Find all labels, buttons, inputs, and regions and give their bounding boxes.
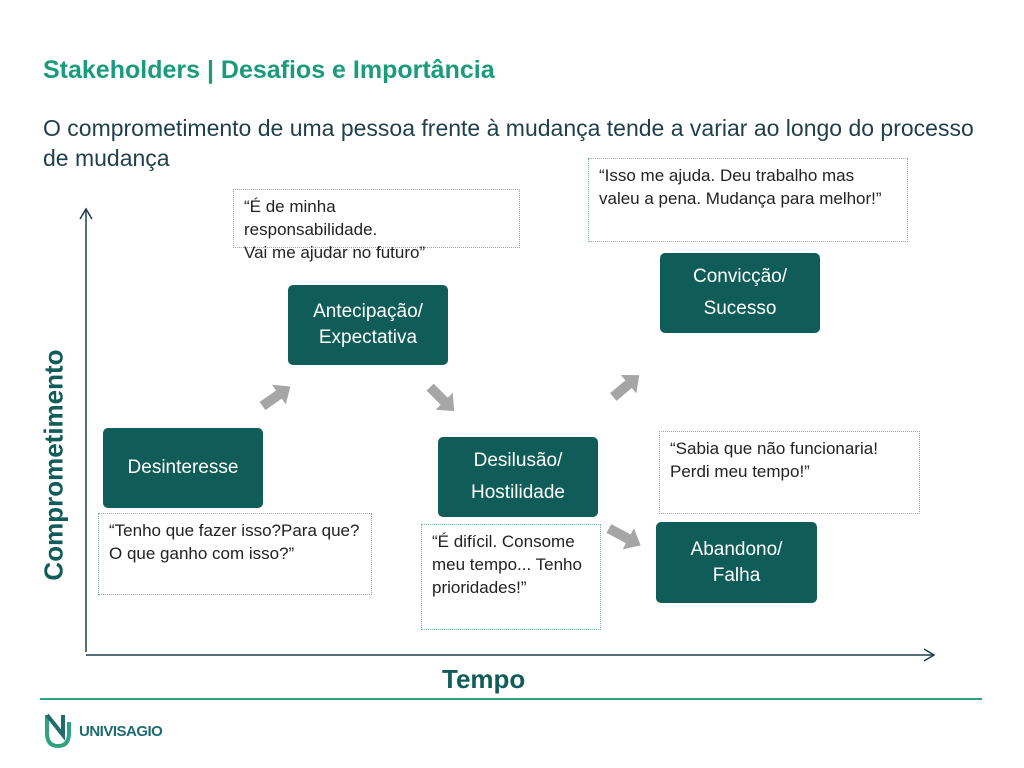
stage-desinteresse-label: Desinteresse [127,457,239,478]
quote-abandono: “Sabia que não funcionaria! Perdi meu te… [659,431,920,514]
stage-abandono-line1: Abandono/ [690,538,783,560]
quote-conviccao: “Isso me ajuda. Deu trabalho mas valeu a… [588,158,908,242]
univisagio-logo: UNIVISAGIO [43,713,163,749]
quote-antecipacao-line1: “É de minha [244,197,336,216]
arrow-up-2 [610,374,640,401]
arrow-up-1 [259,384,291,411]
footer-divider [40,698,982,700]
stage-desilusao: Desilusão/ Hostilidade [438,437,598,517]
x-axis-label: Tempo [442,664,526,694]
quote-desinteresse: “Tenho que fazer isso?Para que? O que ga… [98,513,372,595]
arrow-down-1 [426,383,455,412]
logo-mark-icon [45,713,71,749]
stage-abandono: Abandono/ Falha [656,522,817,603]
quote-desilusao: “É difícil. Consome meu tempo... Tenho p… [421,524,601,630]
y-axis-label: Comprometimento [38,349,69,581]
stage-desilusao-line1: Desilusão/ [473,450,563,471]
stage-desinteresse: Desinteresse [103,428,263,508]
stage-antecipacao-line2: Expectativa [318,327,418,348]
arrow-down-2 [606,524,641,550]
stage-conviccao-line2: Sucesso [703,298,777,319]
slide-title: Stakeholders | Desafios e Importância [43,56,495,84]
quote-antecipacao-line3: Vai me ajudar no futuro” [244,243,426,262]
x-axis-arrowhead [923,648,936,662]
stage-desilusao-line2: Hostilidade [471,482,565,503]
stage-antecipacao-line1: Antecipação/ [313,301,423,322]
quote-antecipacao-line2: responsabilidade. [244,220,378,239]
logo-text: UNIVISAGIO [79,722,163,740]
stage-antecipacao: Antecipação/ Expectativa [288,285,448,365]
y-axis-arrowhead [79,207,93,220]
stage-conviccao-line1: Convicção/ [693,266,787,287]
stage-abandono-line2: Falha [712,564,761,586]
slide-subtitle: O comprometimento de uma pessoa frente à… [43,115,974,171]
quote-antecipacao: “É de minha responsabilidade. Vai me aju… [233,189,520,262]
stage-conviccao: Convicção/ Sucesso [660,253,820,333]
